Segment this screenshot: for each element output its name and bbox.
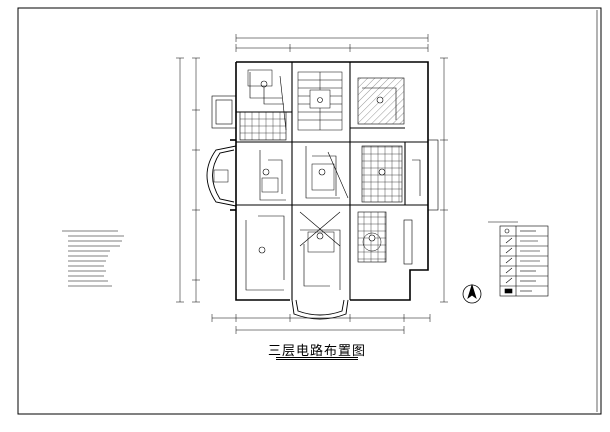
legend <box>488 221 549 297</box>
title-underline-second <box>276 359 358 360</box>
drawing-title: 三层电路布置图 <box>267 344 366 359</box>
circuit-wiring <box>245 72 421 291</box>
title-underline <box>276 357 358 358</box>
fixture-boxes <box>247 69 382 253</box>
tiled-room-upper-left <box>239 111 287 141</box>
window-symbols <box>211 95 439 265</box>
design-notes <box>62 230 124 287</box>
left-dimension-lines <box>176 57 200 303</box>
staircase <box>297 71 343 131</box>
sheet-frame <box>17 7 602 415</box>
top-dimension-lines <box>235 34 429 52</box>
north-arrow-icon <box>462 283 482 304</box>
right-dimension-lines <box>440 57 448 303</box>
bottom-dimension-lines <box>211 314 431 334</box>
bay-window-bottom <box>291 299 349 320</box>
light-fixtures <box>258 80 386 254</box>
bay-window-left <box>206 145 237 207</box>
exterior-walls <box>230 61 429 301</box>
